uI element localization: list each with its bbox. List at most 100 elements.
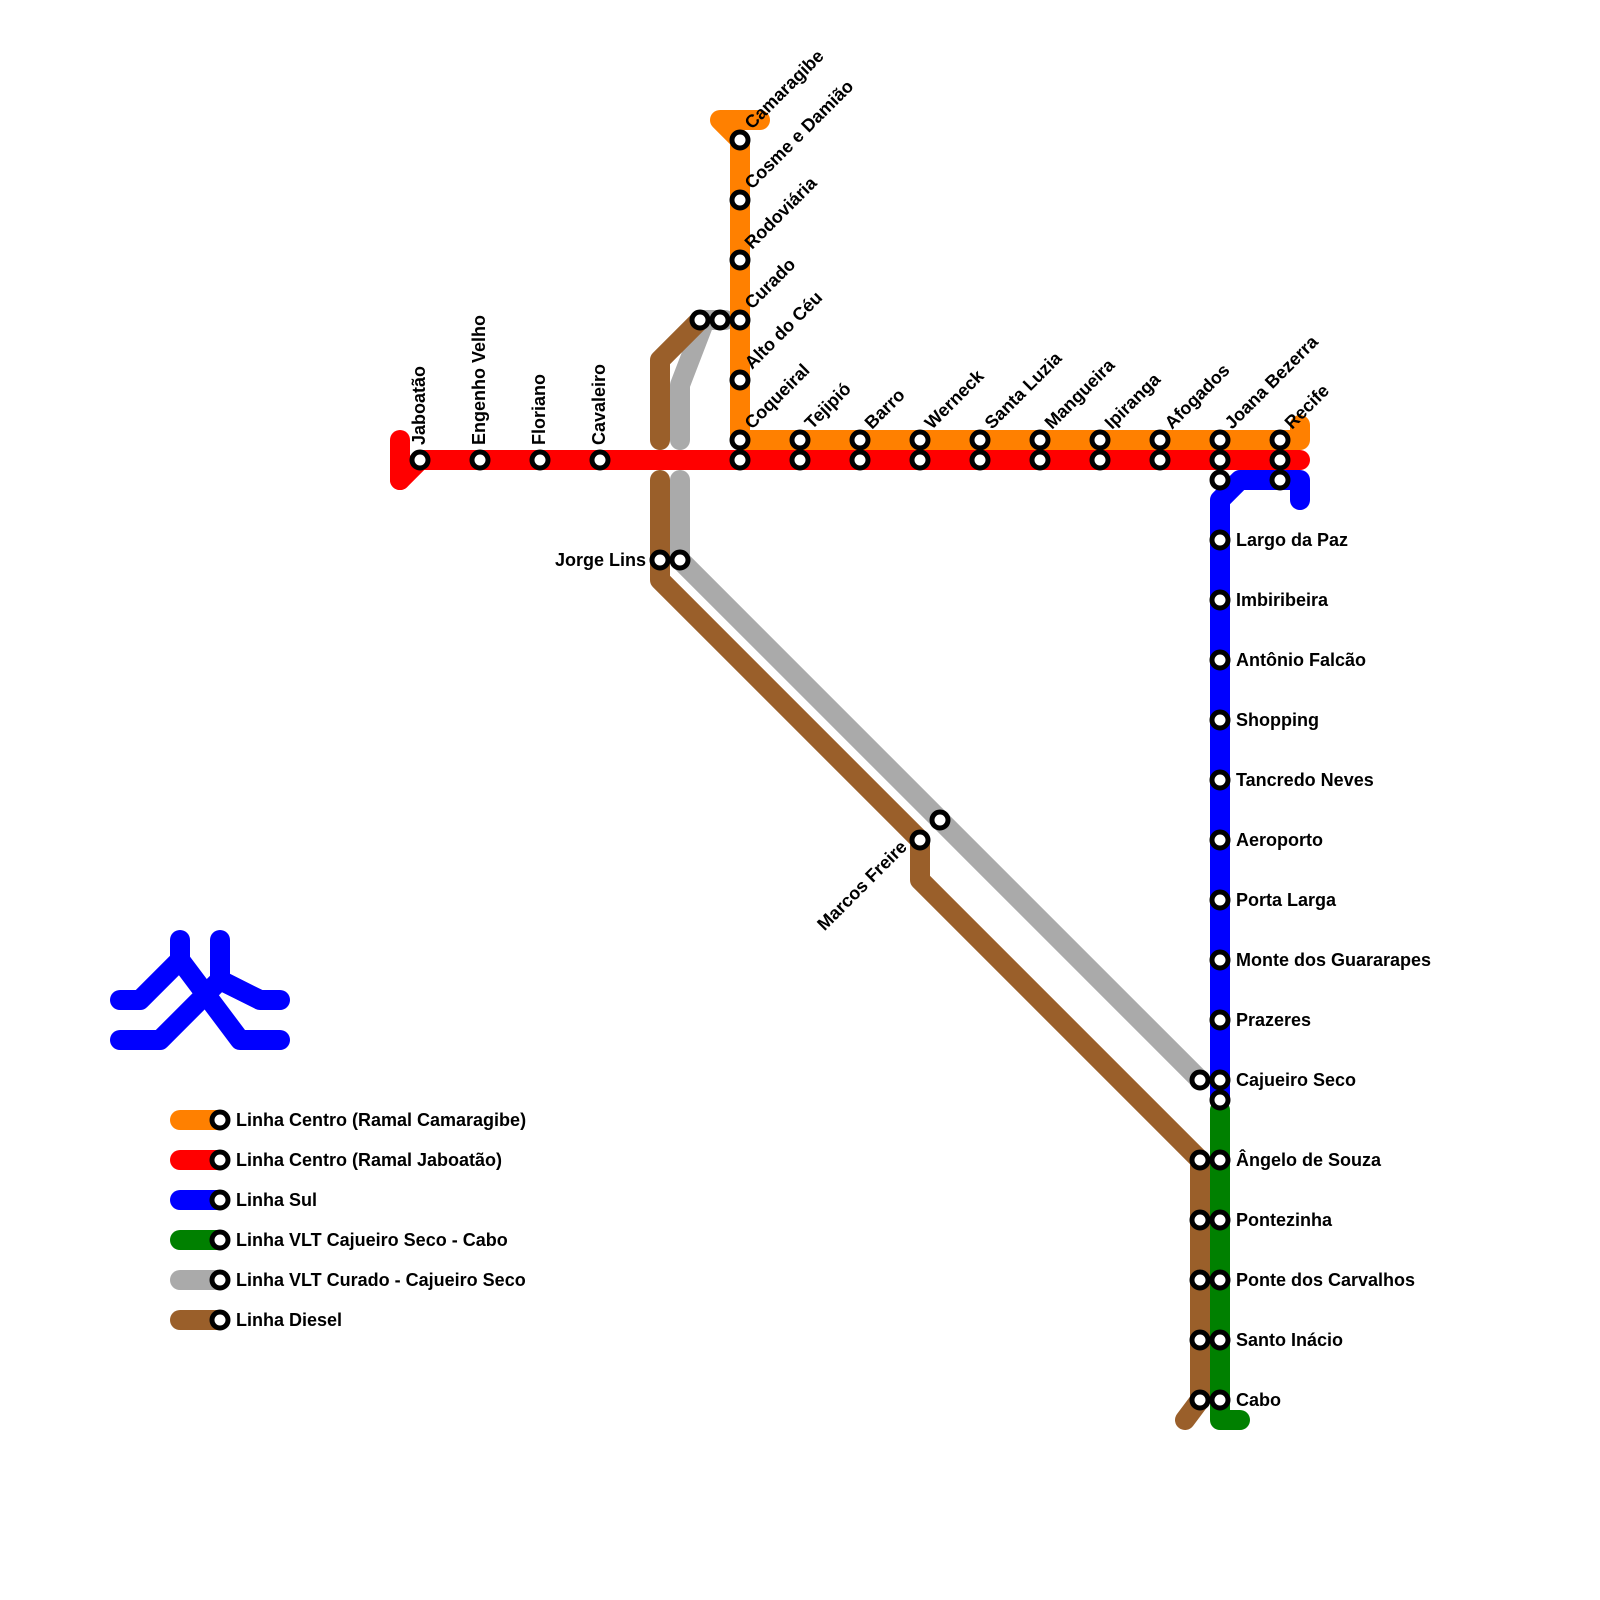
- station-marker[interactable]: [729, 369, 751, 391]
- station-marker[interactable]: [1209, 709, 1231, 731]
- station-marker[interactable]: [729, 249, 751, 271]
- station-angelo-souza[interactable]: Ângelo de Souza: [1189, 1149, 1382, 1171]
- station-marker[interactable]: [1209, 1209, 1231, 1231]
- legend-item-grey: Linha VLT Curado - Cajueiro Seco: [170, 1269, 526, 1291]
- line-brown: [650, 310, 710, 450]
- station-marker[interactable]: [669, 549, 691, 571]
- station-monte-guararapes[interactable]: Monte dos Guararapes: [1209, 949, 1431, 971]
- line-grey-south: [670, 470, 1210, 1090]
- station-label: Aeroporto: [1236, 830, 1323, 850]
- station-engenho-velho[interactable]: Engenho Velho: [469, 315, 491, 471]
- station-marker[interactable]: [1029, 449, 1051, 471]
- station-marker[interactable]: [1209, 949, 1231, 971]
- legend-station-marker: [209, 1229, 231, 1251]
- station-marker[interactable]: [849, 449, 871, 471]
- station-label: Tejipió: [801, 379, 855, 433]
- station-label: Werneck: [921, 365, 989, 433]
- station-label: Cavaleiro: [589, 364, 609, 445]
- station-marker[interactable]: [1209, 589, 1231, 611]
- station-label: Ponte dos Carvalhos: [1236, 1270, 1415, 1290]
- station-marker[interactable]: [1209, 469, 1231, 491]
- station-marker[interactable]: [709, 309, 731, 331]
- station-label: Jaboatão: [409, 366, 429, 445]
- station-marker[interactable]: [909, 829, 931, 851]
- station-marker[interactable]: [1029, 429, 1051, 451]
- station-cajueiro-seco[interactable]: Cajueiro Seco: [1189, 1069, 1356, 1111]
- station-marker[interactable]: [1189, 1069, 1211, 1091]
- station-marker[interactable]: [1269, 449, 1291, 471]
- station-prazeres[interactable]: Prazeres: [1209, 1009, 1311, 1031]
- station-marker[interactable]: [409, 449, 431, 471]
- station-marker[interactable]: [1269, 429, 1291, 451]
- station-marker[interactable]: [1189, 1389, 1211, 1411]
- station-marker[interactable]: [909, 449, 931, 471]
- station-marker[interactable]: [789, 429, 811, 451]
- station-marker[interactable]: [1209, 769, 1231, 791]
- legend-label: Linha Centro (Ramal Camaragibe): [236, 1110, 526, 1130]
- station-marker[interactable]: [1209, 529, 1231, 551]
- station-label: Engenho Velho: [469, 315, 489, 445]
- station-pontezinha[interactable]: Pontezinha: [1189, 1209, 1333, 1231]
- station-marker[interactable]: [929, 809, 951, 831]
- station-marker[interactable]: [1209, 829, 1231, 851]
- station-marker[interactable]: [789, 449, 811, 471]
- station-label: Antônio Falcão: [1236, 650, 1366, 670]
- station-marker[interactable]: [969, 429, 991, 451]
- station-jorge-lins[interactable]: Jorge Lins: [555, 549, 691, 571]
- station-porta-larga[interactable]: Porta Larga: [1209, 889, 1337, 911]
- station-marker[interactable]: [909, 429, 931, 451]
- station-marker[interactable]: [729, 129, 751, 151]
- station-marker[interactable]: [729, 449, 751, 471]
- station-marker[interactable]: [729, 429, 751, 451]
- station-marker[interactable]: [969, 449, 991, 471]
- station-marker[interactable]: [849, 429, 871, 451]
- station-marker[interactable]: [729, 309, 751, 331]
- station-marker[interactable]: [1209, 1149, 1231, 1171]
- station-marker[interactable]: [1209, 1089, 1231, 1111]
- station-ponte-carvalhos[interactable]: Ponte dos Carvalhos: [1189, 1269, 1415, 1291]
- station-marker[interactable]: [1189, 1209, 1211, 1231]
- station-marker[interactable]: [649, 549, 671, 571]
- station-marker[interactable]: [589, 449, 611, 471]
- station-marker[interactable]: [689, 309, 711, 331]
- station-marker[interactable]: [1189, 1329, 1211, 1351]
- station-label: Tancredo Neves: [1236, 770, 1374, 790]
- station-marker[interactable]: [529, 449, 551, 471]
- station-label: Jorge Lins: [555, 550, 646, 570]
- station-marker[interactable]: [1269, 469, 1291, 491]
- station-marker[interactable]: [1209, 889, 1231, 911]
- station-jaboatao[interactable]: Jaboatão: [409, 366, 431, 471]
- station-floriano[interactable]: Floriano: [529, 374, 551, 471]
- station-marker[interactable]: [1209, 1389, 1231, 1411]
- station-antonio-falcao[interactable]: Antônio Falcão: [1209, 649, 1366, 671]
- station-marker[interactable]: [1209, 1269, 1231, 1291]
- station-marker[interactable]: [1209, 1009, 1231, 1031]
- station-cavaleiro[interactable]: Cavaleiro: [589, 364, 611, 471]
- station-marker[interactable]: [1089, 449, 1111, 471]
- station-shopping[interactable]: Shopping: [1209, 709, 1319, 731]
- station-marker[interactable]: [1209, 1069, 1231, 1091]
- station-largo-da-paz[interactable]: Largo da Paz: [1209, 529, 1348, 551]
- station-marker[interactable]: [1189, 1149, 1211, 1171]
- station-marker[interactable]: [1209, 649, 1231, 671]
- station-label: Santo Inácio: [1236, 1330, 1343, 1350]
- station-tancredo-neves[interactable]: Tancredo Neves: [1209, 769, 1374, 791]
- station-santo-inacio[interactable]: Santo Inácio: [1189, 1329, 1343, 1351]
- station-imbiribeira[interactable]: Imbiribeira: [1209, 589, 1329, 611]
- station-cabo[interactable]: Cabo: [1189, 1389, 1281, 1411]
- station-label: Ipiranga: [1101, 368, 1165, 432]
- station-marker[interactable]: [729, 189, 751, 211]
- station-aeroporto[interactable]: Aeroporto: [1209, 829, 1323, 851]
- station-marker[interactable]: [1189, 1269, 1211, 1291]
- station-marker[interactable]: [1089, 429, 1111, 451]
- station-marker[interactable]: [1209, 429, 1231, 451]
- station-label: Monte dos Guararapes: [1236, 950, 1431, 970]
- station-marker[interactable]: [1209, 449, 1231, 471]
- station-label: Prazeres: [1236, 1010, 1311, 1030]
- station-label: Cabo: [1236, 1390, 1281, 1410]
- station-marker[interactable]: [1149, 449, 1171, 471]
- station-marker[interactable]: [1149, 429, 1171, 451]
- station-marker[interactable]: [469, 449, 491, 471]
- station-marker[interactable]: [1209, 1329, 1231, 1351]
